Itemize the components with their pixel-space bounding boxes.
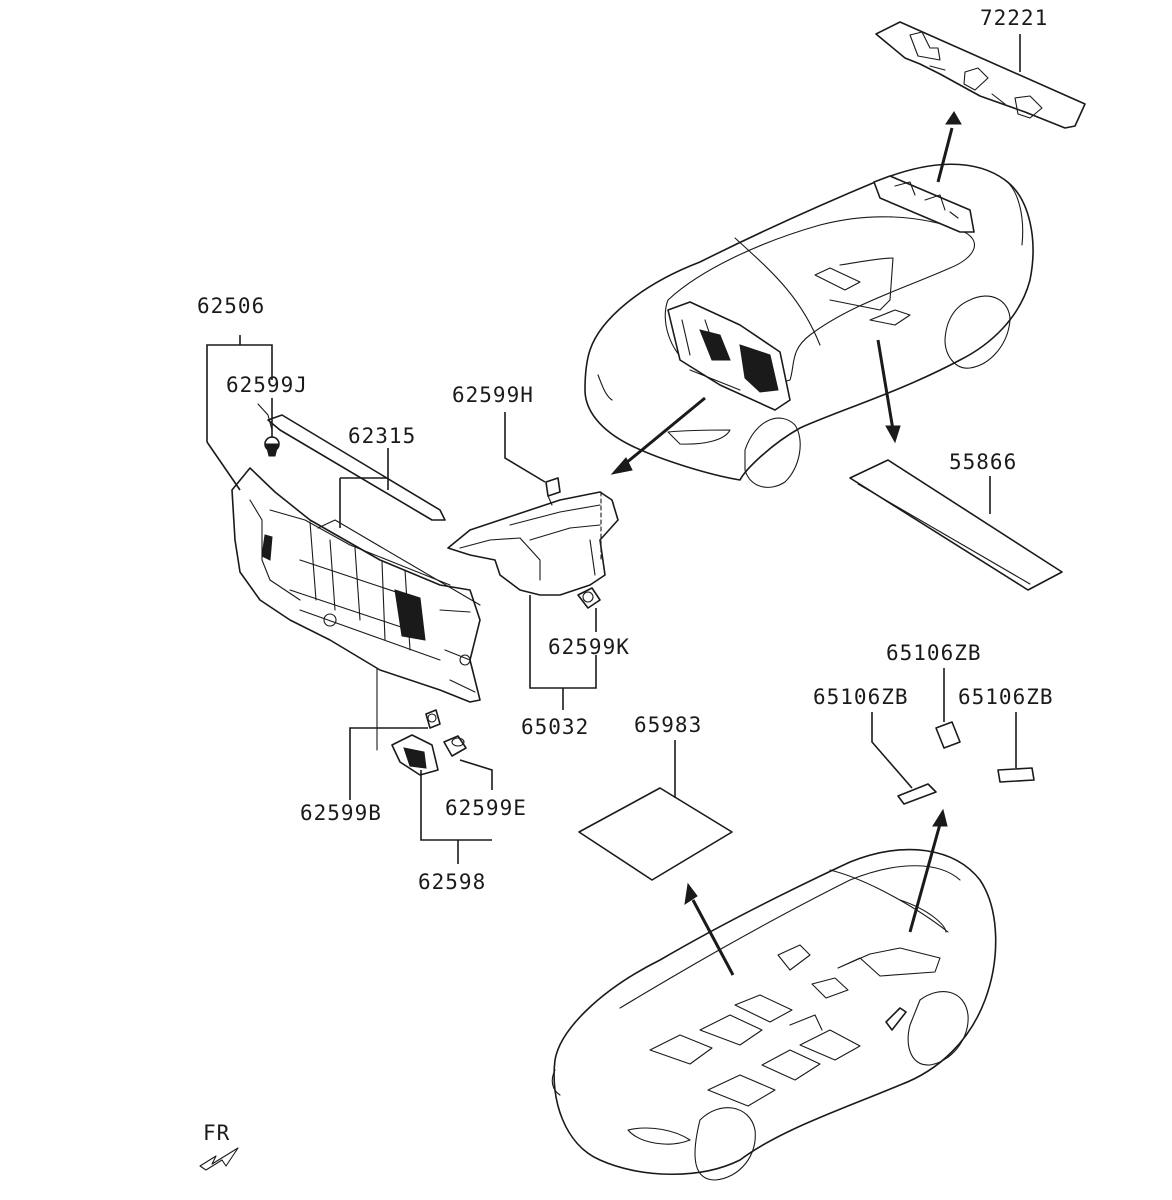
leader-62599E <box>459 759 493 790</box>
label-front: FR <box>203 1121 230 1145</box>
arrow-to-square-pad <box>684 882 735 976</box>
insulator-pad-55866 <box>849 459 1063 591</box>
leader-62599H <box>504 412 546 483</box>
label-62598: 62598 <box>418 870 486 894</box>
front-arrow-icon <box>199 1147 239 1171</box>
label-65106ZB-right: 65106ZB <box>958 685 1054 709</box>
upper-car-illustration <box>584 163 1034 488</box>
label-62599H: 62599H <box>452 383 534 407</box>
lower-clips <box>376 667 467 776</box>
label-62599B: 62599B <box>300 801 382 825</box>
leader-62599B <box>349 727 428 800</box>
label-65106ZB-top: 65106ZB <box>886 641 982 665</box>
label-62599J: 62599J <box>226 373 308 397</box>
arrow-to-small-pads <box>908 808 948 933</box>
center-insulator-65032 <box>447 477 619 609</box>
lower-car-illustration <box>551 848 997 1181</box>
label-55866: 55866 <box>949 450 1017 474</box>
label-62506: 62506 <box>197 294 265 318</box>
label-72221: 72221 <box>980 6 1048 30</box>
arrow-to-dash-panel <box>610 396 706 475</box>
leader-65106ZB-left <box>871 712 913 789</box>
arrow-to-rear-shelf <box>936 111 962 183</box>
bracket-62598 <box>420 770 492 841</box>
small-pads-65106ZB <box>897 721 1035 805</box>
label-65032: 65032 <box>521 715 589 739</box>
dash-panel-assembly <box>231 403 481 703</box>
label-65106ZB-left: 65106ZB <box>813 685 909 709</box>
arrow-to-floor-mat <box>876 339 901 444</box>
label-65983: 65983 <box>634 713 702 737</box>
rear-shelf-part <box>875 21 1086 129</box>
leader-62506-panel <box>206 441 241 491</box>
label-62599E: 62599E <box>445 796 527 820</box>
label-62599K: 62599K <box>548 635 630 659</box>
floor-pad-65983 <box>578 787 733 881</box>
label-62315: 62315 <box>348 424 416 448</box>
